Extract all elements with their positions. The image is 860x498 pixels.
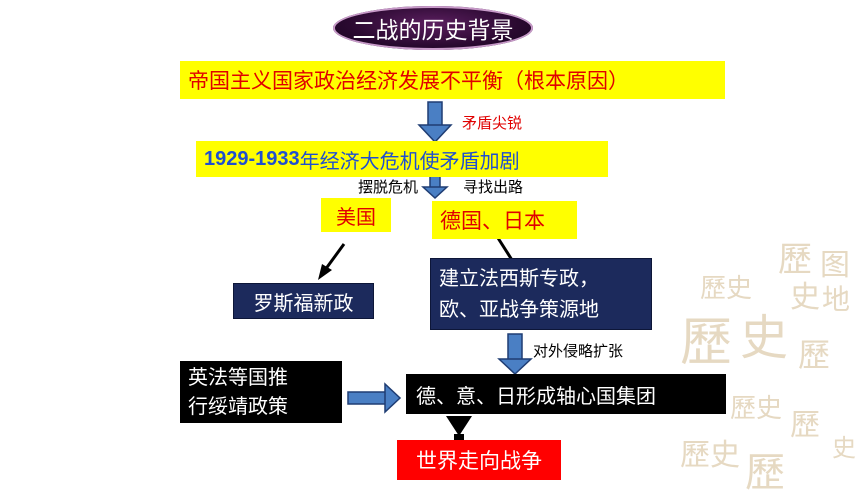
usa-box: 美国 [321,198,391,232]
arrow-down-root-to-crisis [417,101,453,144]
arrow-down-fascism-to-axis [497,333,533,376]
new-deal-text: 罗斯福新政 [253,290,354,315]
root-cause-box: 帝国主义国家政治经济发展不平衡（根本原因） [180,61,725,99]
germany-japan-box: 德国、日本 [432,201,577,239]
appeasement-box: 英法等国推 行绥靖政策 [180,361,342,423]
arrow-right-appeasement-to-axis [347,382,402,414]
fascism-line1: 建立法西斯专政， [439,266,599,290]
line-germany-to-fascism [496,237,514,261]
label-expansion: 对外侵略扩张 [533,342,624,360]
crisis-years: 1929-1933 [204,147,300,170]
war-text: 世界走向战争 [416,449,542,473]
crisis-text: 年经济大危机使矛盾加剧 [299,148,520,173]
germany-japan-text: 德国、日本 [440,209,545,233]
root-cause-text: 帝国主义国家政治经济发展不平衡（根本原因） [188,69,629,93]
page-title-text: 二战的历史背景 [352,18,514,44]
watermark-calligraphy: 歷 图 史 地 歷史 歷 史 歷 歷史 歷 歷史 歷 史 [680,240,856,496]
arrow-down-crisis-to-branches [421,175,449,200]
fascism-line2: 欧、亚战争策源地 [439,297,599,321]
appeasement-line1: 英法等国推 [188,365,288,389]
arrow-usa-to-new-deal [318,243,346,280]
war-box: 世界走向战争 [397,440,561,480]
arrow-axis-to-war [446,416,472,440]
usa-text: 美国 [336,204,376,229]
new-deal-box: 罗斯福新政 [233,283,374,319]
page-title: 二战的历史背景 [333,6,533,50]
diagram-arrows [318,101,533,440]
label-escape-crisis: 摆脱危机 [358,178,419,196]
axis-text: 德、意、日形成轴心国集团 [416,383,656,408]
axis-box: 德、意、日形成轴心国集团 [406,374,726,414]
fascism-box: 建立法西斯专政， 欧、亚战争策源地 [430,258,652,330]
appeasement-line2: 行绥靖政策 [188,394,288,418]
label-contradiction: 矛盾尖锐 [462,114,523,132]
label-find-way: 寻找出路 [463,178,524,196]
